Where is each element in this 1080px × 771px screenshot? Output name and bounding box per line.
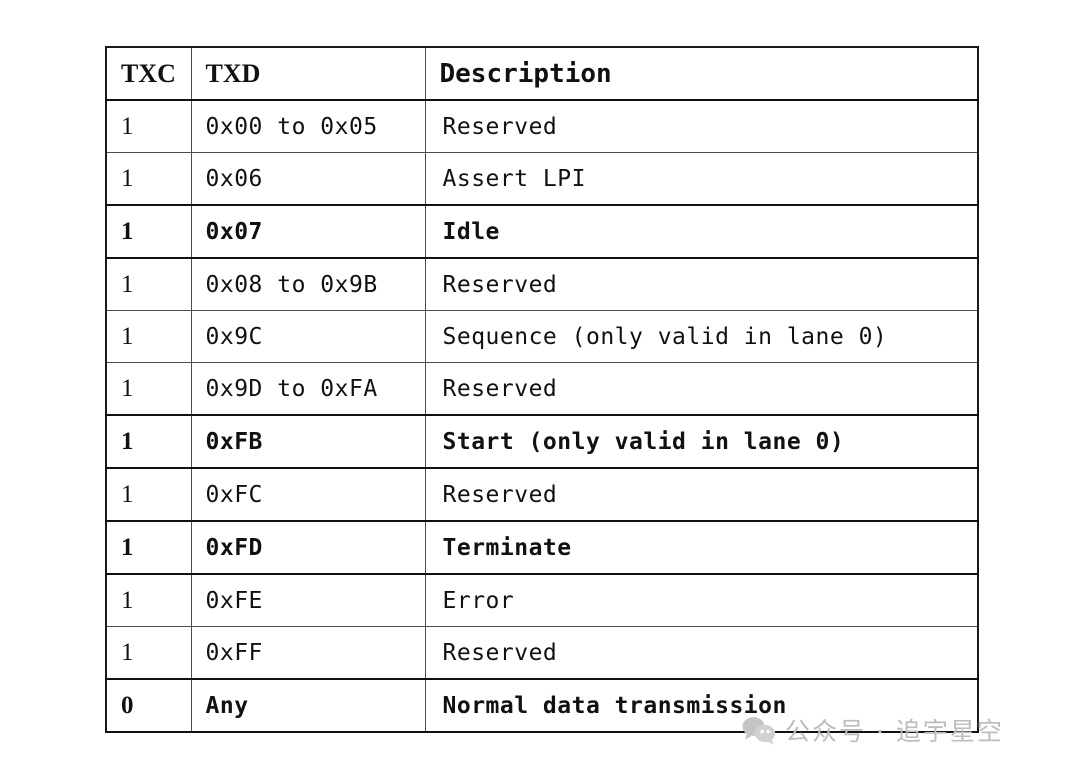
cell-description: Sequence (only valid in lane 0) xyxy=(424,310,979,363)
cell-txc: 1 xyxy=(105,257,192,311)
cell-description: Reserved xyxy=(424,362,979,416)
cell-description: Error xyxy=(424,573,979,627)
cell-txd: 0x9D to 0xFA xyxy=(190,362,426,416)
cell-description: Assert LPI xyxy=(424,152,979,206)
cell-txc: 1 xyxy=(105,626,192,680)
column-header-txc: TXC xyxy=(105,46,192,101)
cell-description: Reserved xyxy=(424,99,979,153)
cell-description: Normal data transmission xyxy=(424,678,979,733)
cell-txc: 1 xyxy=(105,204,192,259)
cell-description: Terminate xyxy=(424,520,979,575)
cell-description: Reserved xyxy=(424,626,979,680)
cell-txd: 0x07 xyxy=(190,204,426,259)
cell-txc: 1 xyxy=(105,573,192,627)
cell-txd: 0x00 to 0x05 xyxy=(190,99,426,153)
column-header-txd: TXD xyxy=(190,46,426,101)
cell-txd: 0x08 to 0x9B xyxy=(190,257,426,311)
cell-txd: 0xFC xyxy=(190,467,426,522)
cell-txd: Any xyxy=(190,678,426,733)
cell-txd: 0xFF xyxy=(190,626,426,680)
cell-txc: 0 xyxy=(105,678,192,733)
cell-txc: 1 xyxy=(105,99,192,153)
cell-txd: 0x06 xyxy=(190,152,426,206)
cell-txc: 1 xyxy=(105,520,192,575)
cell-txc: 1 xyxy=(105,310,192,363)
cell-txd: 0xFD xyxy=(190,520,426,575)
cell-txc: 1 xyxy=(105,414,192,469)
cell-description: Reserved xyxy=(424,467,979,522)
cell-txc: 1 xyxy=(105,467,192,522)
cell-txc: 1 xyxy=(105,152,192,206)
cell-description: Idle xyxy=(424,204,979,259)
cell-txc: 1 xyxy=(105,362,192,416)
cell-txd: 0xFE xyxy=(190,573,426,627)
column-header-description: Description xyxy=(424,46,979,101)
cell-txd: 0xFB xyxy=(190,414,426,469)
cell-txd: 0x9C xyxy=(190,310,426,363)
cell-description: Reserved xyxy=(424,257,979,311)
table-header: TXC TXD Description xyxy=(105,46,979,101)
table-header-row: TXC TXD Description xyxy=(105,46,979,101)
cell-description: Start (only valid in lane 0) xyxy=(424,414,979,469)
